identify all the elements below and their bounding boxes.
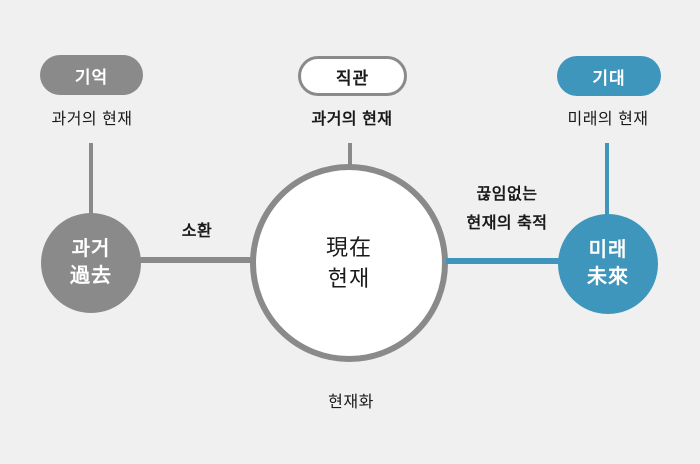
future-circle-hanja-label: 未來 <box>587 266 629 288</box>
past-horizontal-connector-line <box>138 257 252 263</box>
present-vertical-connector-line <box>348 143 352 167</box>
past-sublabel: 과거의 현재 <box>51 111 133 128</box>
memory-badge: 기억 <box>40 55 143 95</box>
presentification-label: 현재화 <box>328 394 374 411</box>
future-circle: 미래 未來 <box>558 214 658 314</box>
summon-edge-label: 소환 <box>181 223 213 240</box>
past-vertical-connector-line <box>89 143 93 215</box>
present-sublabel: 과거의 현재 <box>311 111 393 128</box>
present-circle-hanja-label: 現在 <box>325 235 372 260</box>
future-vertical-connector-line <box>605 143 609 216</box>
accumulation-edge-label: 끊임없는 현재의 축적 <box>437 180 577 238</box>
past-circle-korean-label: 과거 <box>71 238 111 260</box>
future-horizontal-connector-line <box>446 258 560 264</box>
future-sublabel: 미래의 현재 <box>567 111 649 128</box>
expectation-badge: 기대 <box>557 56 661 96</box>
future-circle-korean-label: 미래 <box>588 239 628 261</box>
past-circle: 과거 過去 <box>41 213 141 313</box>
present-circle-korean-label: 현재 <box>327 266 371 291</box>
intuition-badge: 직관 <box>298 56 407 96</box>
accumulation-edge-label-line2: 현재의 축적 <box>466 215 548 232</box>
present-circle: 現在 현재 <box>250 164 448 362</box>
past-circle-hanja-label: 過去 <box>70 265 112 287</box>
accumulation-edge-label-line1: 끊임없는 <box>476 186 538 203</box>
